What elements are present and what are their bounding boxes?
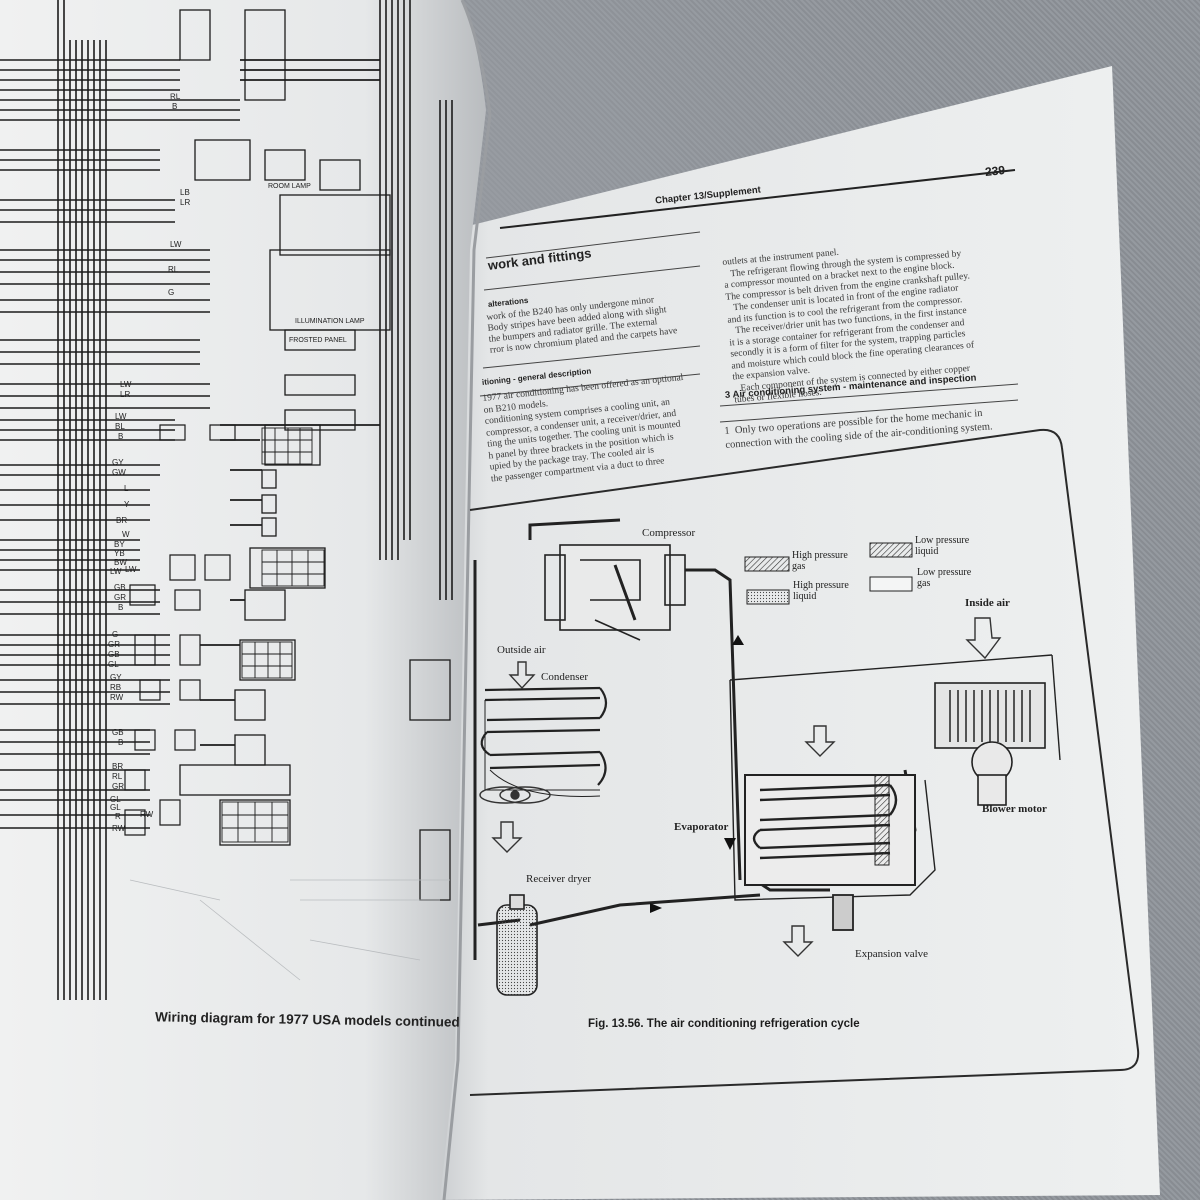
wire-code: LR <box>120 390 131 399</box>
fan-drawing <box>479 786 551 804</box>
wire-code: B <box>172 102 178 111</box>
wire-code: Y <box>124 500 130 509</box>
wire-code: BW <box>114 558 127 567</box>
wire-code: RW <box>110 693 124 702</box>
label-outside-air: Outside air <box>497 644 546 656</box>
page-edge-shadow <box>442 0 492 1200</box>
evaporator-drawing <box>729 654 1061 931</box>
wire-code: GB <box>108 650 120 659</box>
wire-code: LW <box>115 412 127 421</box>
compressor-drawing <box>544 544 686 641</box>
wire-code: GR <box>108 640 120 649</box>
wire-code: G <box>112 630 119 639</box>
wire-code: LW <box>120 380 132 389</box>
wire-code: R <box>115 812 121 821</box>
label-compressor: Compressor <box>642 527 696 539</box>
wire-code: B <box>118 738 124 747</box>
wire-code: LB <box>180 188 190 197</box>
wiring-diagram <box>0 0 453 1000</box>
label-evaporator: Evaporator <box>674 821 729 833</box>
wire-code: GL <box>108 660 119 669</box>
label-blower-motor: Blower motor <box>982 803 1047 815</box>
wire-code: GL <box>110 803 121 812</box>
wire-code: YB <box>114 549 125 558</box>
component-label: ROOM LAMP <box>268 183 311 190</box>
label-receiver-dryer: Receiver dryer <box>526 873 592 885</box>
receiver-dryer-drawing <box>496 894 538 996</box>
wire-code: BR <box>116 516 128 525</box>
wire-code: GL <box>110 795 121 804</box>
wire-code: G <box>168 288 175 297</box>
wire-code: RW <box>112 824 126 833</box>
figure-frame <box>469 428 1140 1096</box>
condenser-drawing <box>480 686 608 797</box>
blower-drawing <box>934 682 1046 806</box>
flow-direction-arrows <box>650 635 744 913</box>
wire-code: B <box>118 603 124 612</box>
wire-code: BL <box>115 422 125 431</box>
component-label: ILLUMINATION LAMP <box>295 318 365 325</box>
wire-code: RL <box>112 772 123 781</box>
page-number: 239 <box>984 162 1006 180</box>
wire-code: RL <box>168 265 179 274</box>
wire-code: LR <box>180 198 191 207</box>
wire-code: L <box>124 484 129 493</box>
component-label: FROSTED PANEL <box>289 337 347 344</box>
wire-code: BY <box>114 540 125 549</box>
wire-code: GR <box>112 782 124 791</box>
right-page <box>430 66 1160 1200</box>
figure-caption: Fig. 13.56. The air conditioning refrige… <box>588 1018 860 1030</box>
label-expansion-valve: Expansion valve <box>855 948 929 960</box>
wire-code: GB <box>114 583 126 592</box>
wire-code: LW <box>110 567 122 576</box>
wire-code: LW <box>170 240 182 249</box>
wire-code: RW <box>140 810 154 819</box>
wire-code: GW <box>112 468 126 477</box>
wire-code: B <box>118 432 124 441</box>
air-flow-arrows <box>491 617 1002 957</box>
legend-swatches <box>744 542 913 605</box>
header-rule <box>499 169 1016 229</box>
wire-code: GR <box>114 593 126 602</box>
wire-code: RB <box>110 683 122 692</box>
label-inside-air: Inside air <box>965 597 1010 609</box>
label-condenser: Condenser <box>541 671 589 683</box>
wire-code: GB <box>112 728 124 737</box>
wire-code: GY <box>112 458 124 467</box>
wire-code: RL <box>169 91 181 102</box>
wire-code: W <box>122 530 130 539</box>
wire-code: BR <box>112 762 124 771</box>
wire-code: LW <box>125 565 137 574</box>
wire-code: GY <box>110 673 122 682</box>
